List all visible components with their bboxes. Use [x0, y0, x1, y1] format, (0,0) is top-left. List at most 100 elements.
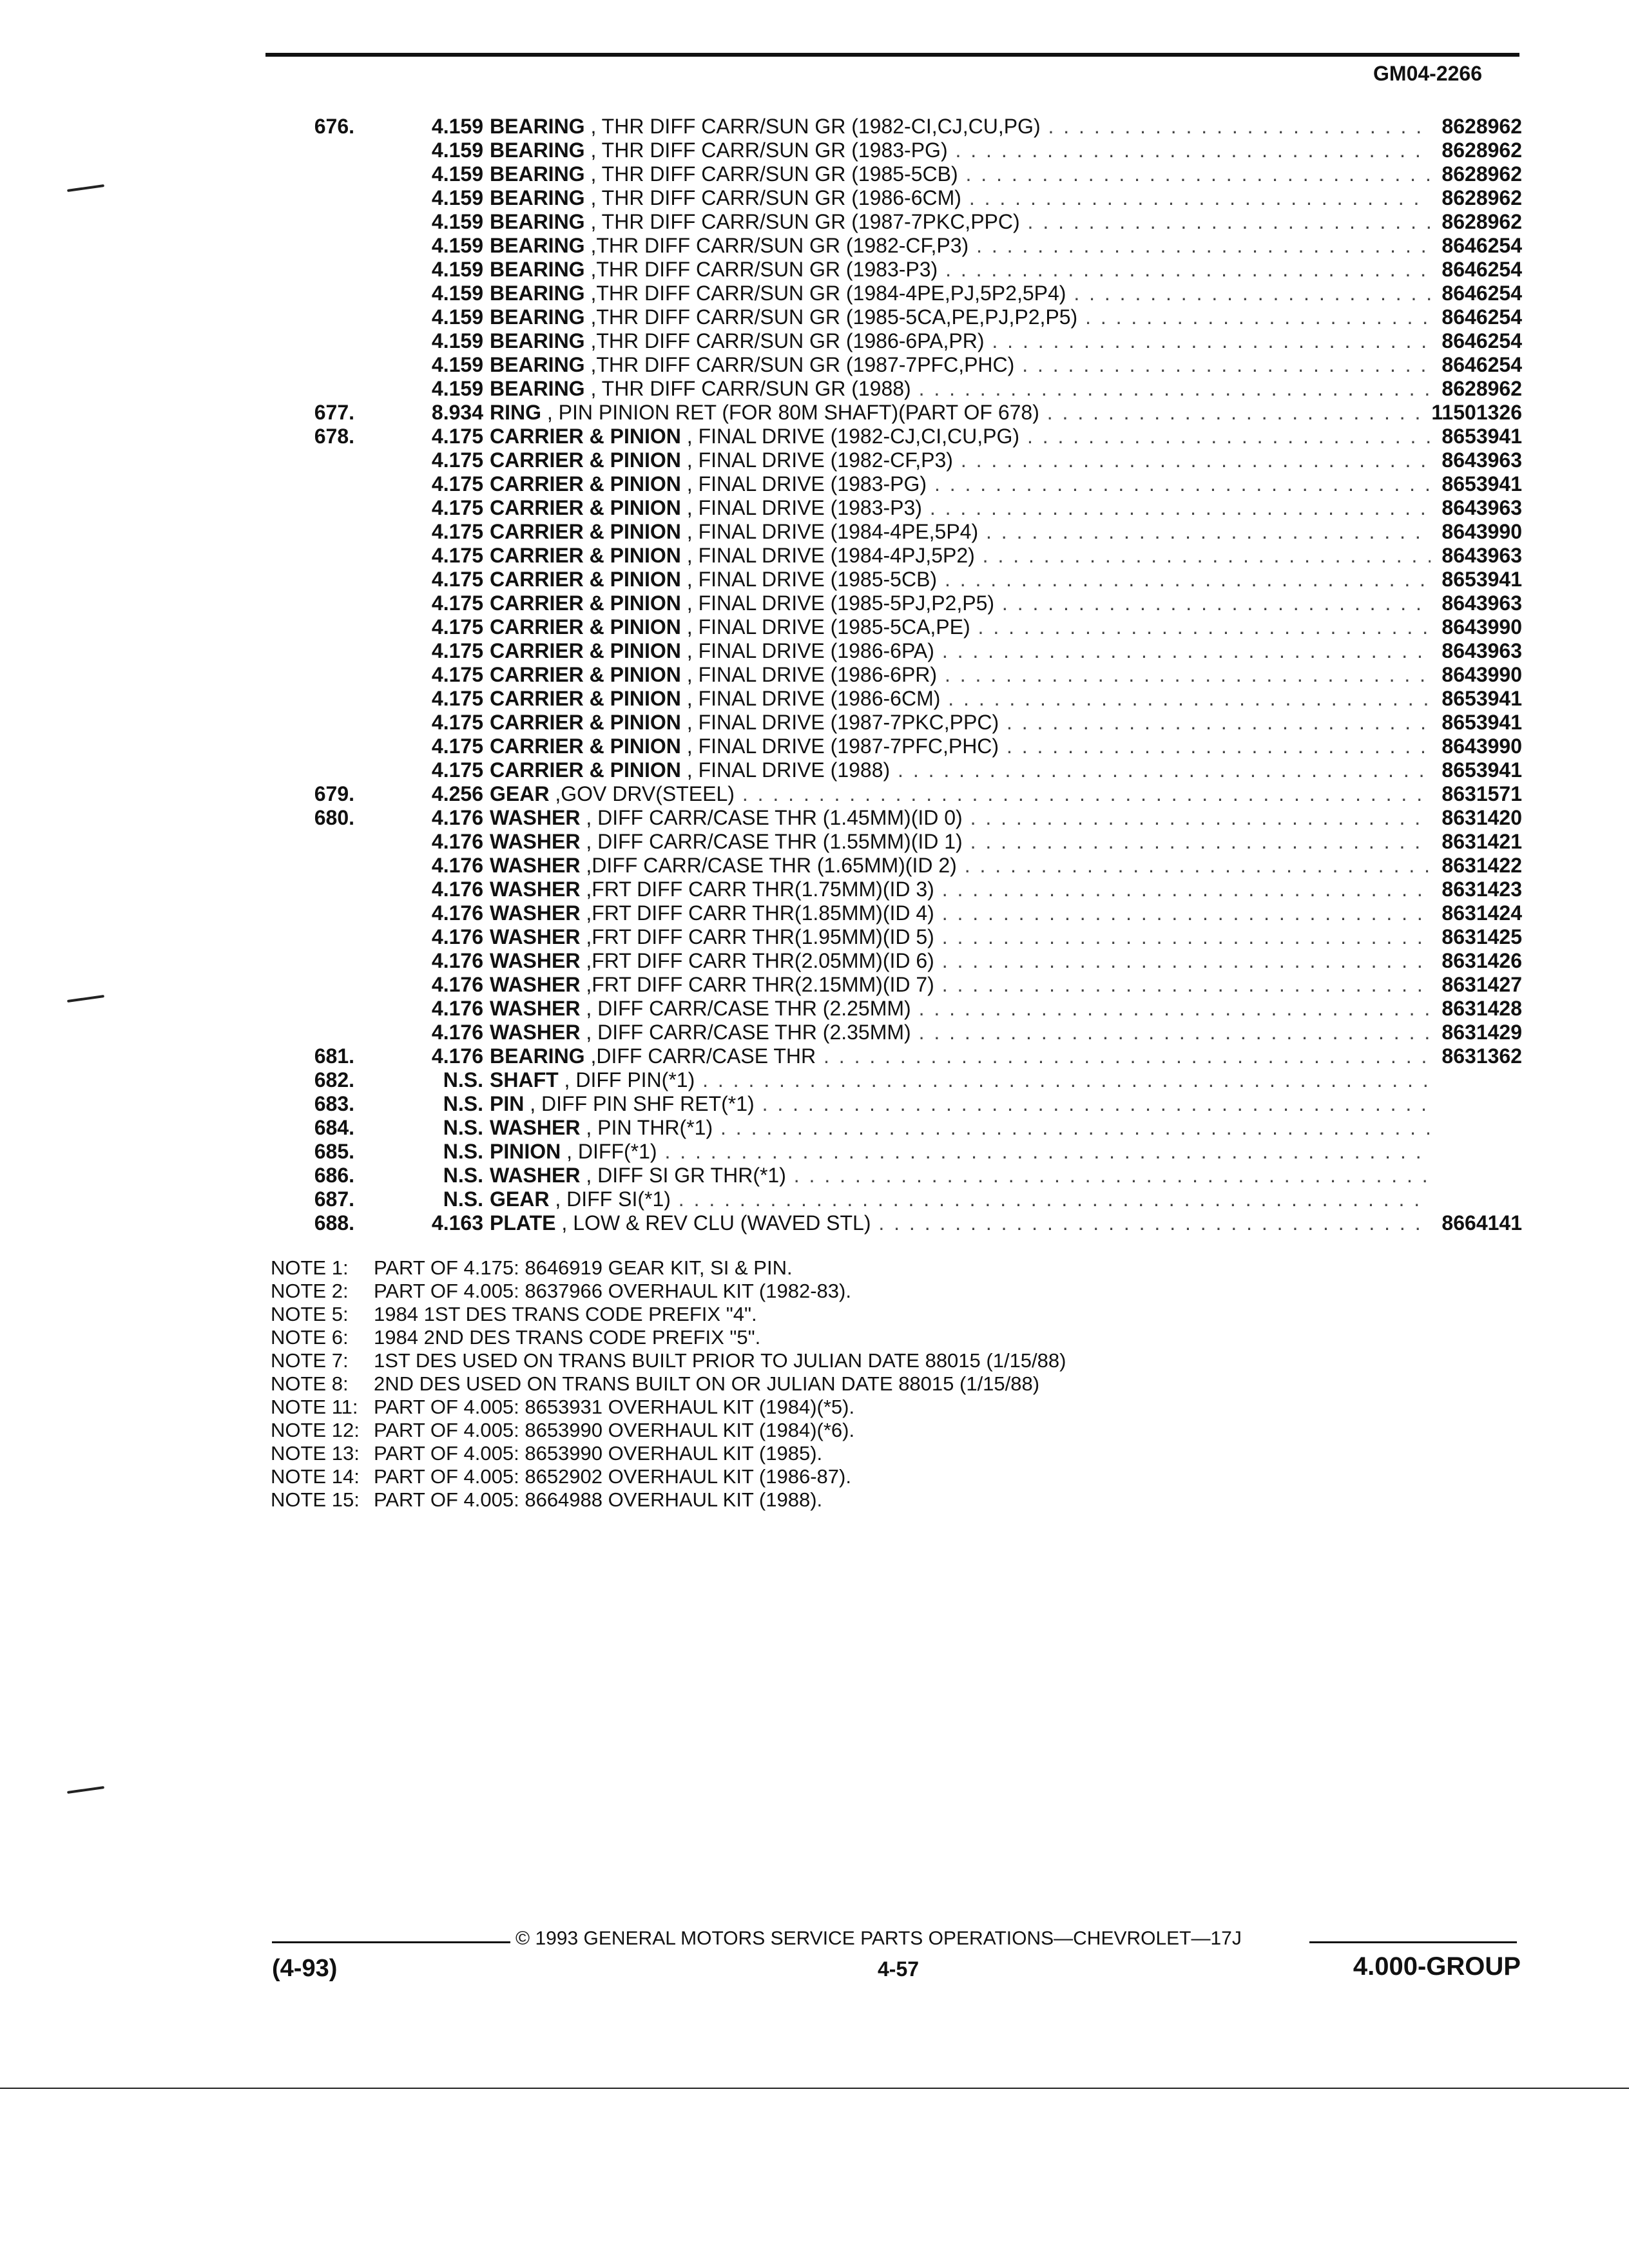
note-label: NOTE 2:: [271, 1280, 349, 1302]
part-description: BEARING , THR DIFF CARR/SUN GR (1982-CI,…: [490, 115, 1431, 139]
dot-leader: . . . . . . . . . . . . . . . . . . . . …: [1046, 401, 1431, 424]
dot-leader: . . . . . . . . . . . . . . . . . . . . …: [986, 520, 1431, 543]
part-description: WASHER , DIFF CARR/CASE THR (2.35MM) . .…: [490, 1021, 1431, 1044]
part-detail: , FINAL DRIVE (1982-CF,P3): [680, 448, 953, 472]
group-number: 4.159: [431, 210, 483, 233]
part-name: WASHER: [490, 1116, 581, 1139]
part-name: CARRIER & PINION: [490, 711, 681, 734]
part-name: WASHER: [490, 925, 581, 948]
part-row: 686.N.S.WASHER , DIFF SI GR THR(*1) . . …: [271, 1164, 1522, 1187]
group-number: 4.175: [431, 568, 483, 591]
part-description: WASHER , PIN THR(*1) . . . . . . . . . .…: [490, 1116, 1431, 1140]
revision-date: (4-93): [272, 1955, 338, 1982]
ref-number: 686.: [314, 1164, 354, 1187]
part-row: 4.176 WASHER , DIFF CARR/CASE THR (2.35MM…: [271, 1021, 1522, 1044]
note-line: NOTE 5:1984 1ST DES TRANS CODE PREFIX "4…: [271, 1303, 1495, 1326]
part-number: 8653941: [1441, 472, 1522, 495]
part-description: WASHER , DIFF SI GR THR(*1) . . . . . . …: [490, 1164, 1431, 1187]
dot-leader: . . . . . . . . . . . . . . . . . . . . …: [918, 377, 1431, 400]
part-number: 8631425: [1441, 925, 1522, 948]
part-detail: , FINAL DRIVE (1987-7PFC,PHC): [680, 735, 999, 758]
note-line: NOTE 13:PART OF 4.005: 8653990 OVERHAUL …: [271, 1442, 1495, 1465]
dot-leader: . . . . . . . . . . . . . . . . . . . . …: [1085, 305, 1431, 329]
part-number: 8631362: [1441, 1044, 1522, 1068]
group-number: 4.175: [431, 735, 483, 758]
ref-number: 682.: [314, 1068, 354, 1091]
part-name: GEAR: [490, 782, 550, 805]
part-number: 8653941: [1441, 711, 1522, 734]
dot-leader: . . . . . . . . . . . . . . . . . . . . …: [898, 758, 1431, 782]
part-number: 8646254: [1441, 329, 1522, 352]
part-name: CARRIER & PINION: [490, 544, 681, 567]
group-number: 4.176: [431, 997, 483, 1020]
dot-leader: . . . . . . . . . . . . . . . . . . . . …: [978, 615, 1431, 639]
note-label: NOTE 6:: [271, 1326, 349, 1349]
ref-number: 680.: [314, 806, 354, 829]
part-detail: ,THR DIFF CARR/SUN GR (1987-7PFC,PHC): [584, 353, 1015, 376]
group-number: N.S.: [443, 1116, 483, 1139]
part-detail: , THR DIFF CARR/SUN GR (1985-5CB): [584, 162, 958, 186]
part-number: 8664141: [1441, 1211, 1522, 1235]
group-number: 4.176: [431, 973, 483, 996]
part-name: BEARING: [490, 353, 585, 376]
dot-leader: . . . . . . . . . . . . . . . . . . . . …: [960, 448, 1431, 472]
ref-number: 676.: [314, 115, 354, 138]
group-number: 4.159: [431, 186, 483, 209]
dot-leader: . . . . . . . . . . . . . . . . . . . . …: [941, 878, 1431, 901]
part-detail: , THR DIFF CARR/SUN GR (1988): [584, 377, 911, 400]
part-number: 11501326: [1431, 401, 1522, 424]
group-number: 4.175: [431, 520, 483, 543]
part-detail: , THR DIFF CARR/SUN GR (1983-PG): [584, 139, 948, 162]
group-number: 4.176: [431, 878, 483, 901]
note-line: NOTE 7:1ST DES USED ON TRANS BUILT PRIOR…: [271, 1349, 1495, 1372]
part-name: CARRIER & PINION: [490, 639, 681, 662]
part-number: 8643963: [1441, 639, 1522, 662]
ref-number: 685.: [314, 1140, 354, 1163]
part-row: 684.N.S.WASHER , PIN THR(*1) . . . . . .…: [271, 1116, 1522, 1140]
part-detail: ,FRT DIFF CARR THR(1.85MM)(ID 4): [580, 901, 934, 925]
group-number: N.S.: [443, 1068, 483, 1091]
note-text: 1ST DES USED ON TRANS BUILT PRIOR TO JUL…: [374, 1349, 1066, 1372]
dot-leader: . . . . . . . . . . . . . . . . . . . . …: [929, 496, 1431, 519]
group-number: 4.175: [431, 496, 483, 519]
part-description: WASHER ,FRT DIFF CARR THR(2.05MM)(ID 6) …: [490, 949, 1431, 973]
part-description: BEARING ,THR DIFF CARR/SUN GR (1982-CF,P…: [490, 234, 1431, 258]
part-number: 8646254: [1441, 305, 1522, 329]
dot-leader: . . . . . . . . . . . . . . . . . . . . …: [934, 472, 1431, 495]
part-number: 8646254: [1441, 258, 1522, 281]
part-name: BEARING: [490, 139, 585, 162]
part-detail: , FINAL DRIVE (1984-4PJ,5P2): [680, 544, 975, 567]
dot-leader: . . . . . . . . . . . . . . . . . . . . …: [941, 973, 1431, 996]
dot-leader: . . . . . . . . . . . . . . . . . . . . …: [964, 854, 1431, 877]
part-detail: , DIFF CARR/CASE THR (1.55MM)(ID 1): [580, 830, 963, 853]
part-description: PLATE , LOW & REV CLU (WAVED STL) . . . …: [490, 1211, 1431, 1235]
group-number: 4.176: [431, 1021, 483, 1044]
ref-number: 681.: [314, 1044, 354, 1068]
part-number: 8653941: [1441, 568, 1522, 591]
part-name: CARRIER & PINION: [490, 496, 681, 519]
group-number: 4.175: [431, 591, 483, 615]
part-name: SHAFT: [490, 1068, 559, 1091]
part-name: BEARING: [490, 186, 585, 209]
part-name: GEAR: [490, 1187, 550, 1211]
part-description: BEARING , THR DIFF CARR/SUN GR (1985-5CB…: [490, 162, 1431, 186]
note-label: NOTE 15:: [271, 1488, 360, 1511]
section-group: 4.000-GROUP: [1353, 1952, 1521, 1981]
group-number: 4.176: [431, 949, 483, 972]
group-number: 4.159: [431, 377, 483, 400]
part-description: CARRIER & PINION , FINAL DRIVE (1985-5CB…: [490, 568, 1431, 591]
part-name: BEARING: [490, 377, 585, 400]
part-name: CARRIER & PINION: [490, 425, 681, 448]
part-description: GEAR ,GOV DRV(STEEL) . . . . . . . . . .…: [490, 782, 1431, 806]
group-number: 4.175: [431, 425, 483, 448]
part-name: CARRIER & PINION: [490, 758, 681, 782]
